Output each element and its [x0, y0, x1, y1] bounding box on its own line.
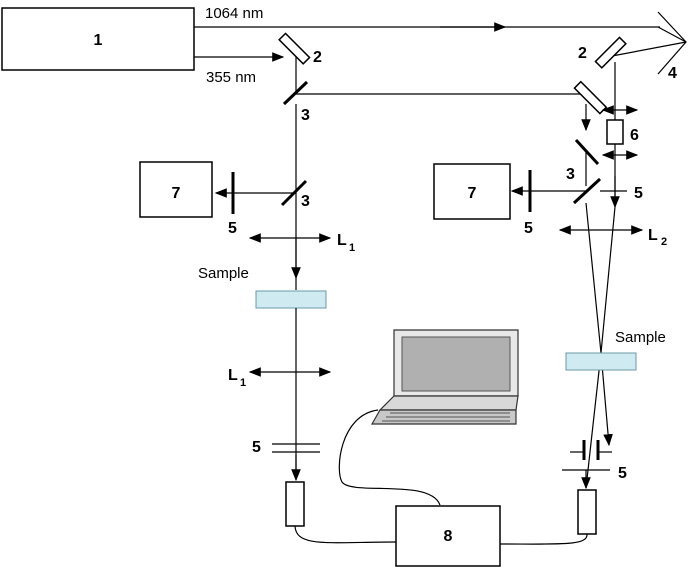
attenuator-6: 6: [601, 105, 639, 160]
label-355: 355 nm: [206, 69, 256, 86]
beam-1064: 1064 nm: [194, 5, 660, 32]
laser-label: 1: [94, 32, 103, 49]
mirror-2: 2: [278, 32, 322, 66]
filter-5-side-label: 5: [634, 185, 643, 202]
prism: 4: [611, 11, 687, 82]
filter-5-right-side: 5: [600, 185, 643, 202]
laser-source: 1: [1, 7, 195, 71]
lens-l1-lower-label: L: [228, 367, 238, 384]
filter-5-left: 5: [228, 172, 237, 237]
mirror-3-upper-label: 3: [301, 107, 310, 124]
prism-label: 4: [668, 65, 677, 82]
lens-l2: L 2: [558, 225, 667, 248]
filter-5-left-bottom: 5: [252, 439, 320, 456]
splitter-3-right-label: 3: [566, 166, 575, 183]
sample-left: Sample: [198, 265, 327, 309]
sample-left-label: Sample: [198, 265, 249, 282]
lens-l1-sub: 1: [349, 242, 355, 254]
laptop: [370, 329, 519, 425]
lens-l1-lower: L 1: [228, 367, 332, 389]
beam-355-in: 355 nm: [194, 52, 285, 86]
focus-cone: [585, 202, 616, 489]
photodiode-right: [577, 489, 597, 535]
cables: [294, 409, 588, 545]
daq-box: 8: [395, 505, 501, 567]
aperture-right: [570, 440, 612, 460]
detector-7-right-label: 7: [468, 185, 477, 202]
daq-label: 8: [444, 528, 453, 545]
sample-right: Sample: [565, 329, 666, 371]
lens-l2-label: L: [648, 227, 658, 244]
filter-5-right-bottom-label: 5: [618, 465, 627, 482]
lens-l2-sub: 2: [661, 236, 667, 248]
sample-right-label: Sample: [615, 329, 666, 346]
splitter-3-right: 3: [566, 166, 602, 205]
mirror-3-upper: 3: [282, 80, 310, 124]
detector-7-left-label: 7: [172, 185, 181, 202]
mirror-2-right-top: 2: [578, 36, 627, 69]
photodiode-left: [285, 481, 305, 527]
mirror-2-label: 2: [313, 49, 322, 66]
filter-5-left-label: 5: [228, 220, 237, 237]
lens-l1-upper: L 1: [248, 232, 355, 254]
filter-5-right: 5: [524, 170, 533, 237]
detector-7-left: 7: [139, 161, 213, 218]
attenuator-label: 6: [630, 127, 639, 144]
splitter-3-right-upper: [574, 138, 600, 166]
mirror-2-right-lower: [573, 80, 608, 115]
label-1064: 1064 nm: [205, 5, 263, 22]
mirror-2-right-label: 2: [578, 45, 587, 62]
detector-7-right: 7: [433, 163, 511, 220]
filter-5-left-bottom-label: 5: [252, 439, 261, 456]
lens-l1-label: L: [337, 232, 347, 249]
lens-l1-lower-sub: 1: [240, 377, 246, 389]
filter-5-right-bottom: 5: [562, 465, 627, 482]
filter-5-right-label: 5: [524, 220, 533, 237]
splitter-3-left-label: 3: [301, 193, 310, 210]
